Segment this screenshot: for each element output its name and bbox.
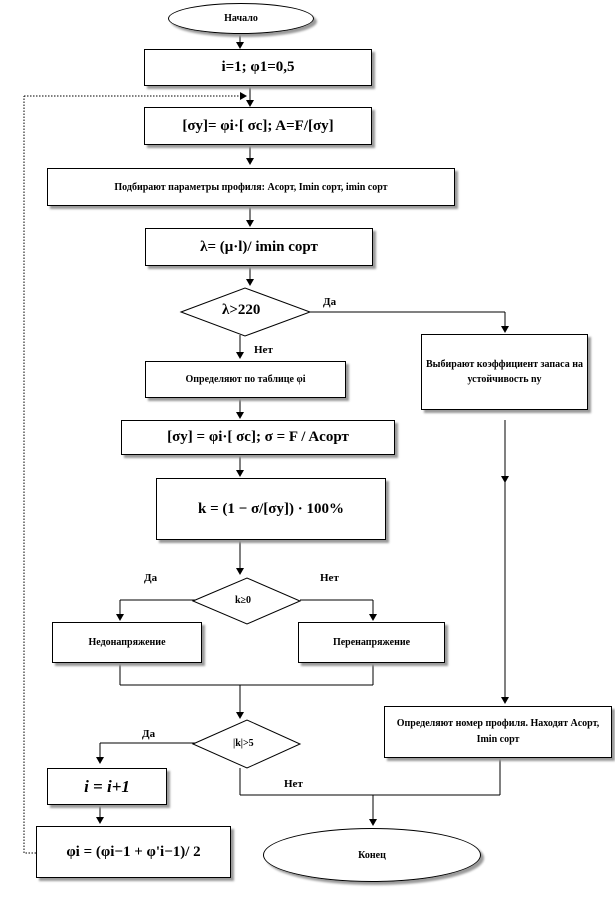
allowable-stress-process: [σy]= φi·[ σc]; A=F/[σy] [144,107,372,145]
decision-lambda-label: λ>220 [222,302,261,318]
table-phi-process: Определяют по таблице φi [145,361,346,398]
increment-i-process: i = i+1 [47,768,167,805]
slenderness-label: λ= (μ·l)/ imin сорт [200,238,318,255]
safety-factor-process: Выбирают коэффициент запаса на устойчиво… [421,334,588,410]
slenderness-process: λ= (μ·l)/ imin сорт [145,228,373,266]
allowable-stress-label: [σy]= φi·[ σc]; A=F/[σy] [182,117,334,134]
decision-abs-k-label: |k|>5 [233,738,254,749]
no-label-k: Нет [320,572,339,584]
yes-label-lambda: Да [323,296,337,308]
init-label: i=1; φ1=0,5 [221,59,295,75]
profile-number-label: Определяют номер профиля. Находят Aсорт,… [396,718,600,745]
start-terminator: Начало [168,3,314,34]
start-label: Начало [224,13,258,24]
yes-label-abs-k: Да [142,728,156,740]
overstress-label: Перенапряжение [332,637,411,648]
yes-label-k: Да [144,572,158,584]
end-label: Конец [358,849,386,861]
decision-k-shape [191,577,302,625]
safety-factor-label: Выбирают коэффициент запаса на устойчиво… [426,359,583,385]
init-process: i=1; φ1=0,5 [144,49,372,86]
understress-label: Недонапряжение [88,637,166,648]
table-phi-label: Определяют по таблице φi [185,374,306,385]
no-label-lambda: Нет [254,344,273,356]
overstress-process: Перенапряжение [298,622,445,663]
end-terminator: Конец [263,828,481,882]
k-formula-label: k = (1 − σ/[σy]) · 100% [198,500,344,517]
understress-process: Недонапряжение [52,622,202,663]
phi-update-process: φi = (φi−1 + φ'i−1)/ 2 [36,826,231,878]
phi-update-label: φi = (φi−1 + φ'i−1)/ 2 [66,843,201,860]
increment-i-label: i = i+1 [84,776,130,796]
no-label-abs-k: Нет [284,778,303,790]
stress-check-label: [σy] = φi·[ σc]; σ = F / Aсорт [167,429,349,445]
profile-number-process: Определяют номер профиля. Находят Aсорт,… [384,706,612,758]
decision-k-label: k≥0 [235,595,252,606]
decision-abs-k-shape [191,719,302,769]
select-profile-label: Подбирают параметры профиля: Aсорт, Imin… [114,181,388,193]
k-formula-process: k = (1 − σ/[σy]) · 100% [156,478,386,540]
stress-check-process: [σy] = φi·[ σc]; σ = F / Aсорт [121,420,395,455]
select-profile-process: Подбирают параметры профиля: Aсорт, Imin… [47,168,455,206]
decision-lambda-shape [179,287,312,337]
